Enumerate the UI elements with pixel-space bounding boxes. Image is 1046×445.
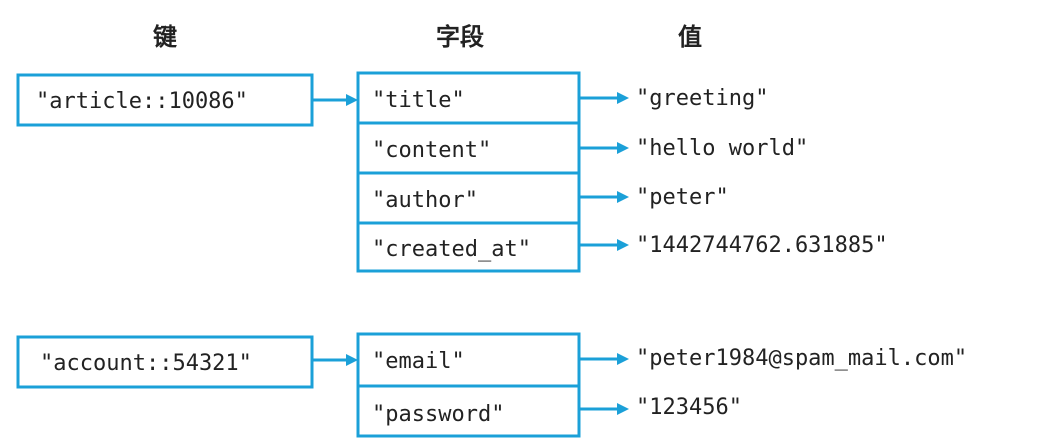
key-to-field-arrow [312,354,358,366]
key-box [16,73,314,127]
key-box [16,335,314,389]
field-label: "title" [372,88,465,113]
field-label: "content" [372,138,491,163]
header-value: 值 [678,23,702,51]
key-label: "article::10086" [36,89,248,114]
field-to-value-arrow [579,403,629,415]
header-key: 键 [153,23,177,51]
field-box [356,71,581,125]
field-to-value-arrow [579,92,629,104]
value-label: "peter1984@spam_mail.com" [636,346,967,371]
field-to-value-arrow [579,142,629,154]
header-field: 字段 [436,23,484,51]
field-box [356,221,581,273]
field-label: "password" [372,402,504,427]
value-label: "hello world" [636,136,808,161]
field-label: "email" [372,349,465,374]
field-box [356,384,581,438]
field-box [356,332,581,388]
value-label: "peter" [636,185,729,210]
key-to-field-arrow [312,94,358,106]
value-label: "123456" [636,395,742,420]
hash-group-account: "account::54321" "email" "password" "pet… [16,332,967,438]
field-label: "created_at" [372,237,531,262]
field-to-value-arrow [579,239,629,251]
key-label: "account::54321" [40,351,252,376]
value-label: "1442744762.631885" [636,233,888,258]
value-label: "greeting" [636,86,768,111]
field-to-value-arrow [579,353,629,365]
field-label: "author" [372,188,478,213]
hash-group-article: "article::10086" "title" "content" "auth… [16,71,888,273]
field-to-value-arrow [579,191,629,203]
